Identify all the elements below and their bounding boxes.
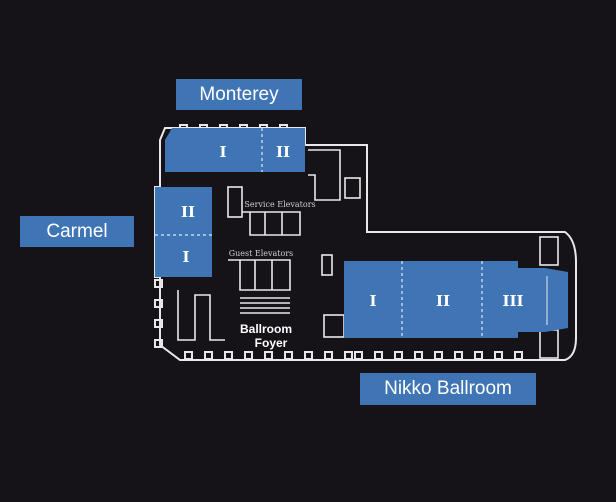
monterey-section-ii[interactable]: II — [276, 143, 290, 161]
building-outline — [154, 127, 577, 361]
service-elevators-label: Service Elevators — [244, 200, 315, 209]
ballroom-foyer-label-line2: Foyer — [255, 336, 288, 350]
carmel-label-button[interactable]: Carmel — [20, 216, 134, 247]
nikko-ballroom-label-button[interactable]: Nikko Ballroom — [360, 373, 536, 405]
nikko-section-ii[interactable]: II — [436, 292, 450, 310]
carmel-section-i[interactable]: I — [182, 248, 189, 266]
monterey-label-button[interactable]: Monterey — [176, 79, 302, 110]
monterey-room[interactable]: I II — [165, 128, 305, 172]
nikko-ballroom-room[interactable]: I II III — [344, 261, 568, 338]
carmel-section-ii[interactable]: II — [181, 203, 195, 221]
monterey-section-i[interactable]: I — [219, 143, 226, 161]
carmel-room[interactable]: II I — [155, 187, 212, 277]
nikko-section-iii[interactable]: III — [502, 292, 523, 310]
ballroom-foyer-label-line1: Ballroom — [240, 322, 292, 336]
nikko-section-i[interactable]: I — [369, 292, 376, 310]
building-notches — [154, 124, 523, 360]
guest-elevators-label: Guest Elevators — [229, 249, 294, 258]
